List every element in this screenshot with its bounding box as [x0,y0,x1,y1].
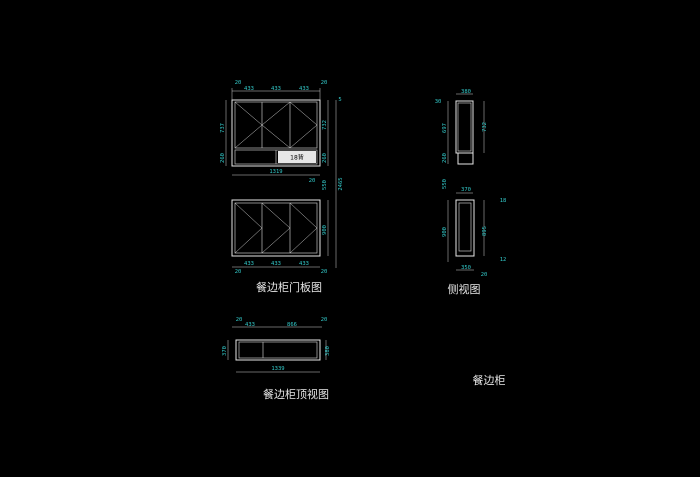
dim-text: 18 [500,198,507,204]
dim-text: 433 [245,322,255,328]
dim-text: 433 [299,86,309,92]
dim-text: 380 [325,346,331,356]
dim-text: 5 [338,97,341,103]
drawing-title: 餐边柜 [473,373,506,387]
drawer-label: 18背 [290,154,304,162]
side-view-caption: 侧视图 [448,282,481,296]
dim-text: 2465 [338,177,344,190]
dim-text: 260 [220,153,226,163]
top-view-inner [238,341,318,359]
dim-text: 20 [235,80,242,86]
top-view-outline [235,339,321,361]
dim-text: 20 [321,80,328,86]
lower-cabinet-outline [231,199,321,257]
drawer-label-box [278,151,316,163]
dim-text: 433 [244,86,254,92]
door-swing-mark [289,101,318,149]
side-view: 380 30 697 260 732 550 370 900 18 895 12… [435,89,507,296]
door-swing-mark [261,202,291,254]
dim-text: 370 [222,346,228,356]
front-view: 18背 20 433 433 433 20 737 260 5 732 260 … [220,80,344,294]
door-swing-mark [234,202,263,254]
dim-text: 737 [220,123,226,133]
dim-text: 550 [322,180,328,190]
dim-text: 697 [442,123,448,133]
door-swing-mark [261,101,291,149]
dim-text: 1319 [269,169,282,175]
dim-text: 1339 [271,366,284,372]
dim-text: 900 [322,225,328,235]
top-view-caption: 餐边柜顶视图 [263,387,329,401]
door-swing-mark [289,202,318,254]
upper-door-frame [234,101,318,149]
dim-text: 433 [299,261,309,267]
dim-text: 260 [322,153,328,163]
side-upper-outline [455,100,474,154]
dim-text: 433 [271,86,281,92]
dim-text: 12 [500,257,507,263]
dim-text: 350 [461,265,471,271]
dim-text: 433 [271,261,281,267]
dim-text: 20 [236,317,243,323]
dim-text: 866 [287,322,297,328]
dim-text: 433 [244,261,254,267]
dim-text: 20 [321,269,328,275]
dim-text: 732 [322,120,328,130]
side-lower-outline [455,199,475,257]
dim-text: 20 [481,272,488,278]
dim-text: 20 [321,317,328,323]
side-upper-base [457,152,474,165]
dim-text: 895 [482,226,488,236]
dim-text: 732 [482,122,488,132]
lower-door-frame [234,202,318,254]
dim-text: 20 [309,178,316,184]
dim-text: 20 [235,269,242,275]
door-swing-mark [234,101,263,149]
upper-cabinet-outline [231,99,321,167]
dim-text: 260 [442,153,448,163]
top-view: 20 433 866 20 370 380 1339 餐边柜顶视图 [222,317,331,401]
dim-text: 900 [442,227,448,237]
front-view-caption: 餐边柜门板图 [256,280,322,294]
dim-text: 380 [461,89,471,95]
dim-text: 550 [442,179,448,189]
side-lower-inner [458,202,472,252]
side-upper-inner [457,102,472,152]
dim-text: 370 [461,187,471,193]
dim-text: 30 [435,99,442,105]
